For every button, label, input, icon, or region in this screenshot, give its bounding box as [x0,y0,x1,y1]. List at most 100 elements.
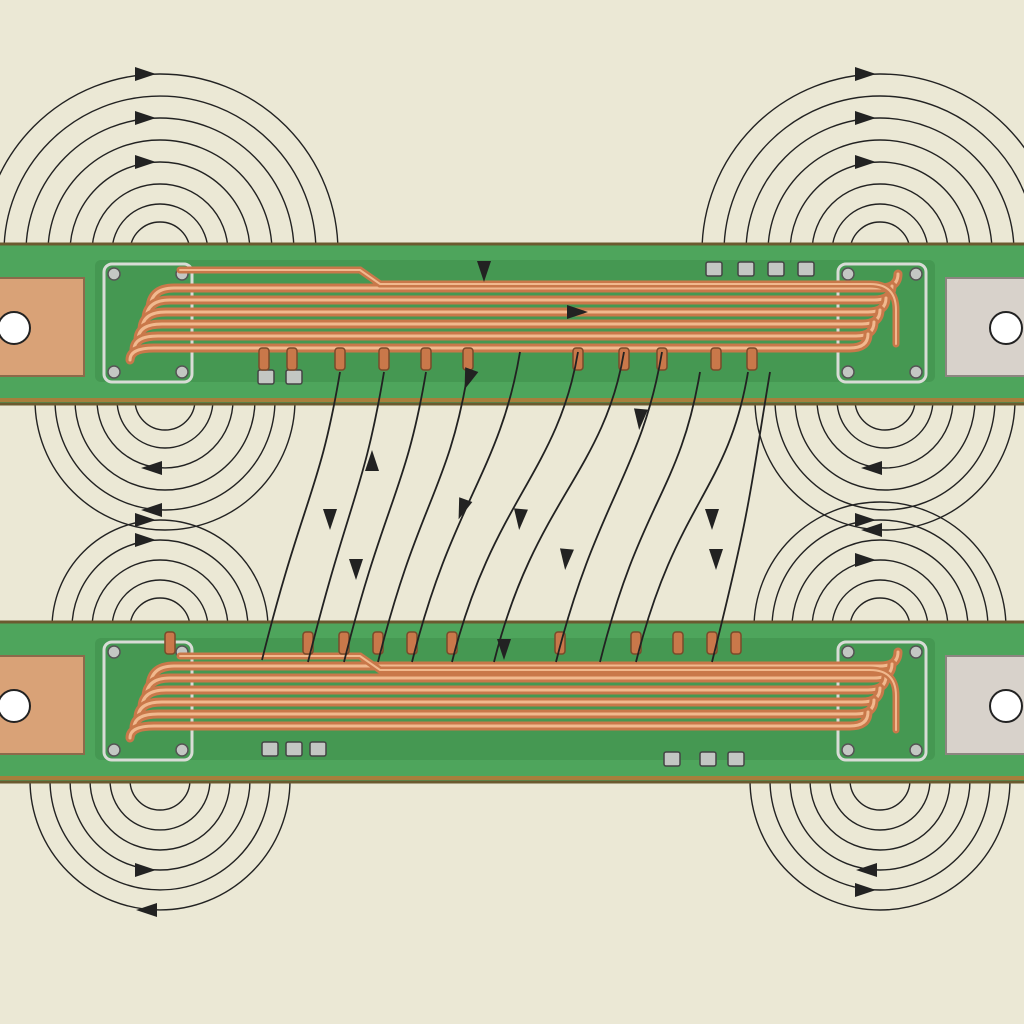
copper-trace-highlight [128,710,870,740]
copper-pin [746,347,758,371]
field-line [849,221,911,253]
arrow-head-icon [861,461,882,475]
arrow-head-icon [861,523,882,537]
field-line [111,579,209,629]
arrow-head-icon [141,461,162,475]
field-line [411,351,521,663]
field-line [91,183,229,253]
via [909,645,923,659]
copper-trace-highlight [179,655,897,731]
field-line [129,779,191,811]
arrow-head-icon [135,111,156,125]
smd-component-icon [767,261,785,277]
via [841,267,855,281]
arrow-head-icon [458,497,473,520]
field-line [809,779,951,851]
field-line [51,519,269,629]
arrow-head-icon [135,155,156,169]
field-line [29,779,291,911]
copper-pin [672,631,684,655]
arrow-head-icon [855,553,876,567]
arrow-head-icon [855,111,876,125]
arrow-head-icon [855,67,876,81]
copper-trace-highlight [148,272,900,312]
field-line [774,399,996,511]
copper-trace-highlight [132,698,876,730]
arrow-head-icon [323,509,337,530]
field-line [69,779,251,871]
field-line [3,95,317,253]
field-line [816,399,954,469]
copper-pin [730,631,742,655]
field-line [261,371,341,661]
arrow-head-icon [633,408,648,430]
inter-board-field-lines [261,261,771,663]
copper-trace-highlight [144,662,894,700]
field-line [811,559,949,629]
copper-pin [420,347,432,371]
via [107,267,121,281]
field-line [749,779,1011,911]
lower-pcb-strip [0,620,1024,784]
field-line [854,399,916,431]
field-line [116,399,214,449]
field-line [129,221,191,253]
arrow-head-icon [855,513,876,527]
smd-component-icon [309,741,327,757]
field-line [849,597,911,629]
field-line [47,139,273,253]
field-line [74,399,256,491]
arrow-head-icon [477,261,491,282]
smd-component-icon [705,261,723,277]
arrow-head-icon [135,533,156,547]
field-upper-left-above [0,67,339,253]
copper-trace-highlight [140,296,888,332]
via [909,365,923,379]
smd-component-icon [257,369,275,385]
field-line [831,579,929,629]
field-lower-right-below [749,779,1011,911]
smd-component-icon [727,751,745,767]
copper-trace-highlight [136,308,882,342]
field-line [745,117,1015,253]
via [841,365,855,379]
copper-pin [334,347,346,371]
field-upper-left-below [34,399,296,531]
copper-pin [710,347,722,371]
field-line [96,399,234,469]
arrow-head-icon [855,155,876,169]
field-line [635,371,749,663]
field-line [789,779,971,871]
field-line [831,203,929,253]
field-line [34,399,296,531]
field-line [701,73,1024,253]
field-line [811,183,949,253]
copper-trace-highlight [132,320,876,352]
field-lower-left-below [29,779,291,917]
via [841,743,855,757]
field-line [767,139,993,253]
smd-component-icon [261,741,279,757]
field-upper-right-above [701,67,1024,253]
field-line [91,559,229,629]
arrow-head-icon [135,863,156,877]
smd-component-icon [663,751,681,767]
arrow-head-icon [141,503,162,517]
copper-pin [258,347,270,371]
arrow-head-icon [513,508,528,530]
arrow-head-icon [136,903,157,917]
mounting-hole-icon [989,689,1023,723]
arrow-head-icon [559,548,574,570]
field-line [836,399,934,449]
field-line [71,539,249,629]
copper-trace-highlight [179,269,897,345]
field-line [753,501,1007,629]
field-line [0,73,339,253]
field-line [451,351,579,663]
via [107,365,121,379]
field-line [129,597,191,629]
field-line [791,539,969,629]
smd-component-icon [285,369,303,385]
